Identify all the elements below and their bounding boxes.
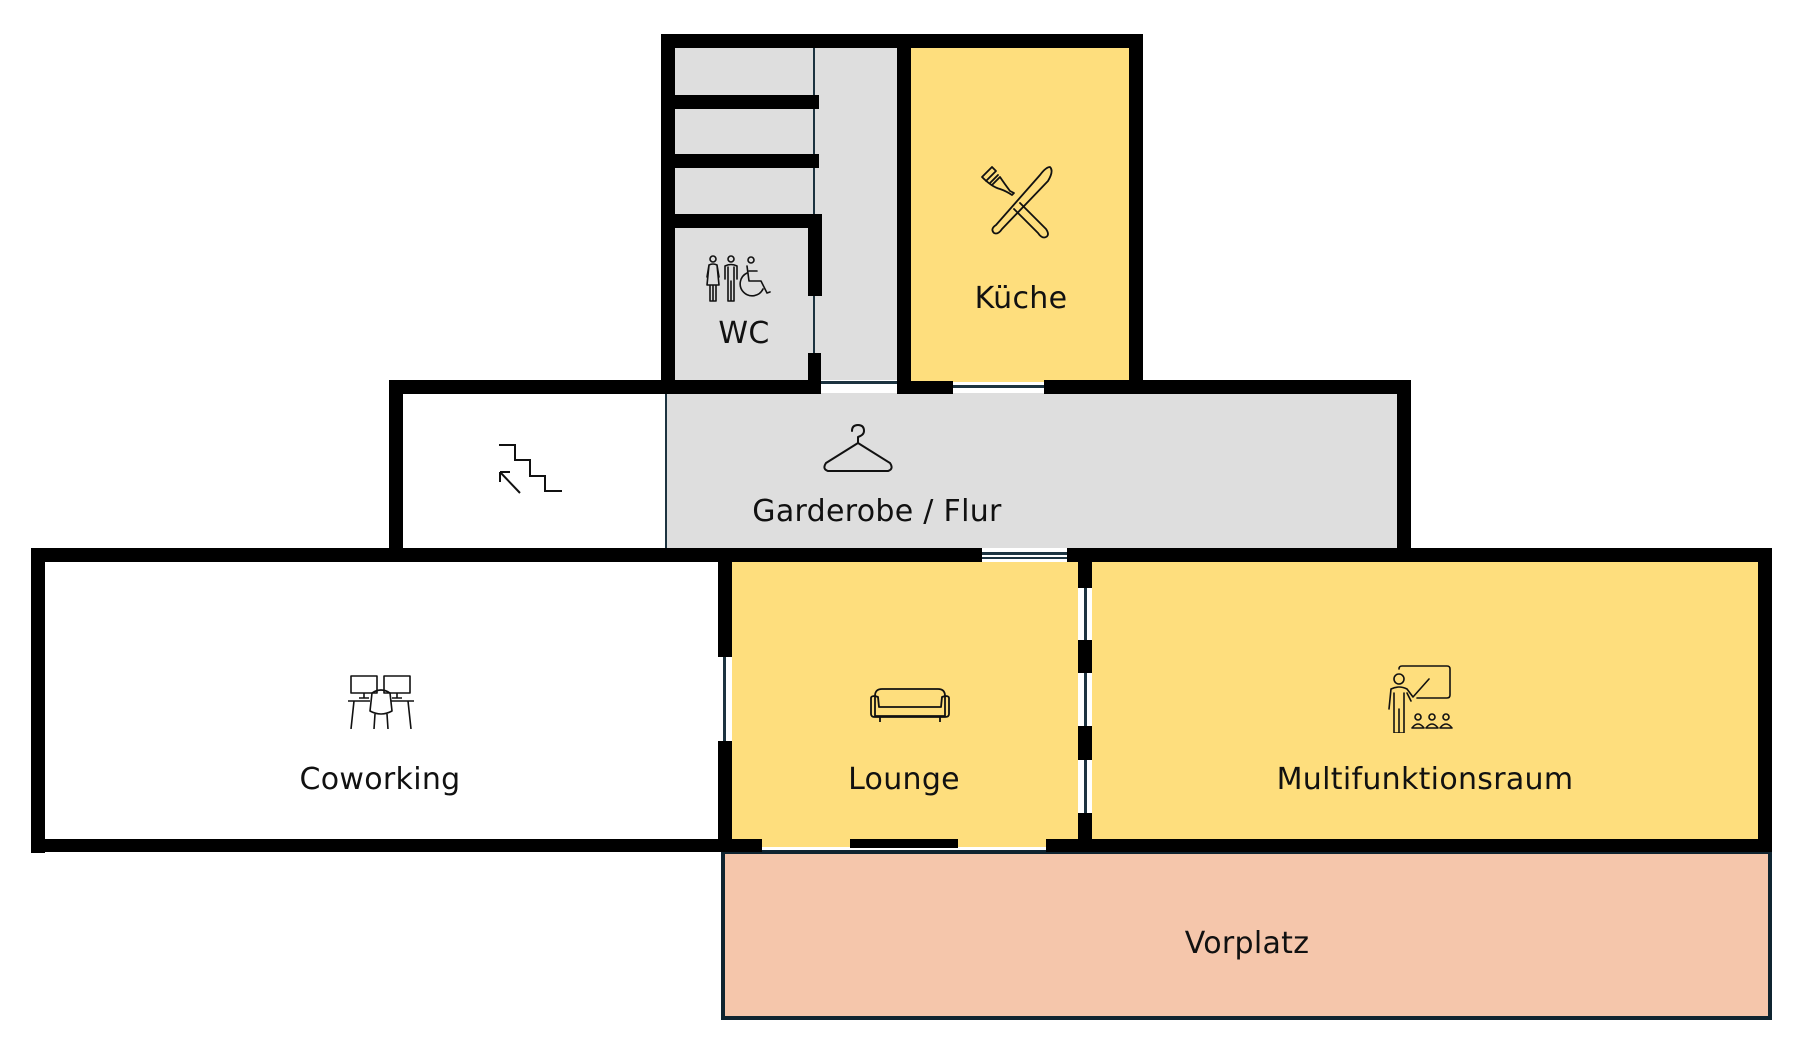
wall <box>389 380 675 394</box>
desk-workstation-icon <box>348 675 414 729</box>
wall <box>31 548 45 853</box>
wall <box>1758 548 1772 852</box>
room-label-lounge: Lounge <box>848 762 960 797</box>
room-coworking[interactable] <box>45 562 718 839</box>
kitchen-jamb-left <box>897 381 953 394</box>
wc-right-wall <box>808 214 822 296</box>
sofa-icon <box>870 688 950 723</box>
wall <box>31 548 982 562</box>
room-label-garderobe: Garderobe / Flur <box>752 494 1002 529</box>
lounge-glass-door-top <box>982 552 1067 555</box>
wall <box>389 380 403 562</box>
room-lounge[interactable] <box>732 562 1078 847</box>
stair-corridor-divider <box>665 394 667 548</box>
shelf-wall <box>675 154 819 168</box>
room-label-multifunktionsraum: Multifunktionsraum <box>1276 762 1574 797</box>
wall <box>661 380 821 394</box>
kitchen-glass-door <box>953 385 1044 388</box>
divider-jamb <box>1078 640 1092 673</box>
kitchen-jamb-right <box>1044 380 1411 394</box>
wc-corridor-glass <box>820 381 897 384</box>
presentation-icon <box>1387 665 1461 733</box>
divider-jamb <box>1078 726 1092 760</box>
lounge-bottom-jamb <box>850 839 958 848</box>
stairs-up-icon <box>499 444 563 494</box>
room-label-vorplatz: Vorplatz <box>1184 926 1310 961</box>
cutlery-icon <box>978 163 1054 239</box>
wall <box>1129 34 1143 394</box>
lounge-left-wall-upper <box>718 548 732 657</box>
room-label-coworking: Coworking <box>299 762 461 797</box>
room-treppe[interactable] <box>403 394 666 548</box>
room-label-kueche: Küche <box>974 281 1068 316</box>
wc-top-wall <box>675 214 822 228</box>
coat-hanger-icon <box>822 423 894 475</box>
room-multifunktionsraum[interactable] <box>1092 562 1758 839</box>
divider-jamb <box>1078 548 1092 588</box>
wall <box>31 839 762 852</box>
divider-jamb <box>1078 813 1092 852</box>
room-garderobe[interactable] <box>666 393 1397 548</box>
lounge-left-wall-lower <box>718 741 732 852</box>
lounge-glass-door-top-2 <box>982 557 1067 559</box>
shelf-wall <box>675 95 819 109</box>
lounge-glass-left <box>723 657 726 741</box>
wall <box>897 34 911 393</box>
wall <box>1397 380 1411 562</box>
lounge-mfr-divider-line <box>1084 562 1087 839</box>
room-vorplatz[interactable] <box>721 850 1772 1020</box>
accessible-restroom-icon <box>703 255 781 303</box>
wall <box>1046 839 1772 852</box>
wall <box>661 34 675 394</box>
wall <box>1067 548 1772 562</box>
room-label-wc: WC <box>718 316 770 351</box>
